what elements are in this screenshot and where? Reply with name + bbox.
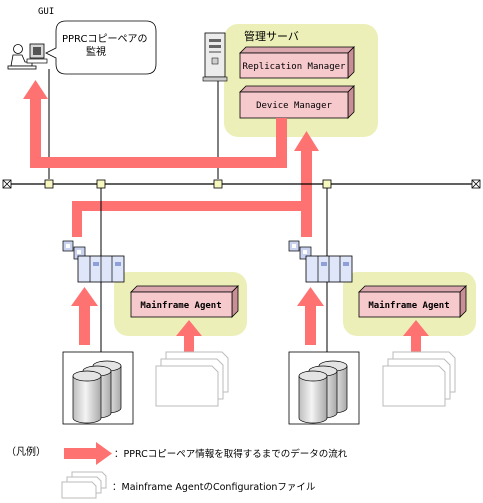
gui-callout-line2: 監視: [86, 45, 106, 58]
legend-flow-label: ：PPRCコピーペア情報を取得するまでのデータの流れ: [114, 448, 348, 460]
gui-label: GUI: [38, 7, 54, 17]
device-manager-box[interactable]: Device Manager: [239, 85, 355, 119]
host1-agent-label: Mainframe Agent: [140, 300, 221, 311]
host2-mainframe-agent-box[interactable]: Mainframe Agent: [358, 285, 467, 318]
server-tower-icon: [202, 32, 228, 82]
lan-node-gui: [44, 179, 54, 189]
legend-file-label: ：Mainframe AgentのConfigurationファイル: [112, 482, 316, 493]
gui-callout-line1: PPRCコピーペアの: [62, 33, 148, 45]
host1-mainframe-agent-box[interactable]: Mainframe Agent: [130, 285, 239, 318]
gui-user-icon: [7, 43, 48, 70]
host1-storage-icon: [62, 351, 134, 425]
replication-manager-box[interactable]: Replication Manager: [239, 46, 355, 79]
data-flow-arrows: [23, 80, 429, 353]
replication-manager-label: Replication Manager: [243, 62, 347, 72]
host1-config-file-icon: [155, 351, 229, 407]
legend-title: （凡例）: [6, 445, 46, 458]
gui-callout: [45, 20, 157, 75]
management-server-title: 管理サーバ: [244, 29, 299, 43]
lan-terminator-right: [471, 179, 481, 189]
legend-config-file-icon: [61, 471, 107, 499]
host1-mainframe-icon: [62, 240, 125, 283]
host2-storage-icon: [288, 351, 360, 425]
lan-node-server: [213, 179, 223, 189]
device-manager-label: Device Manager: [256, 101, 332, 111]
legend-flow-arrow: [64, 442, 112, 465]
lan-terminator-left: [2, 179, 12, 189]
host2-mainframe-icon: [288, 240, 353, 283]
host2-config-file-icon: [382, 351, 456, 407]
lan-node-host2: [322, 179, 332, 189]
lan-node-host1: [96, 179, 106, 189]
host2-agent-label: Mainframe Agent: [368, 300, 449, 311]
